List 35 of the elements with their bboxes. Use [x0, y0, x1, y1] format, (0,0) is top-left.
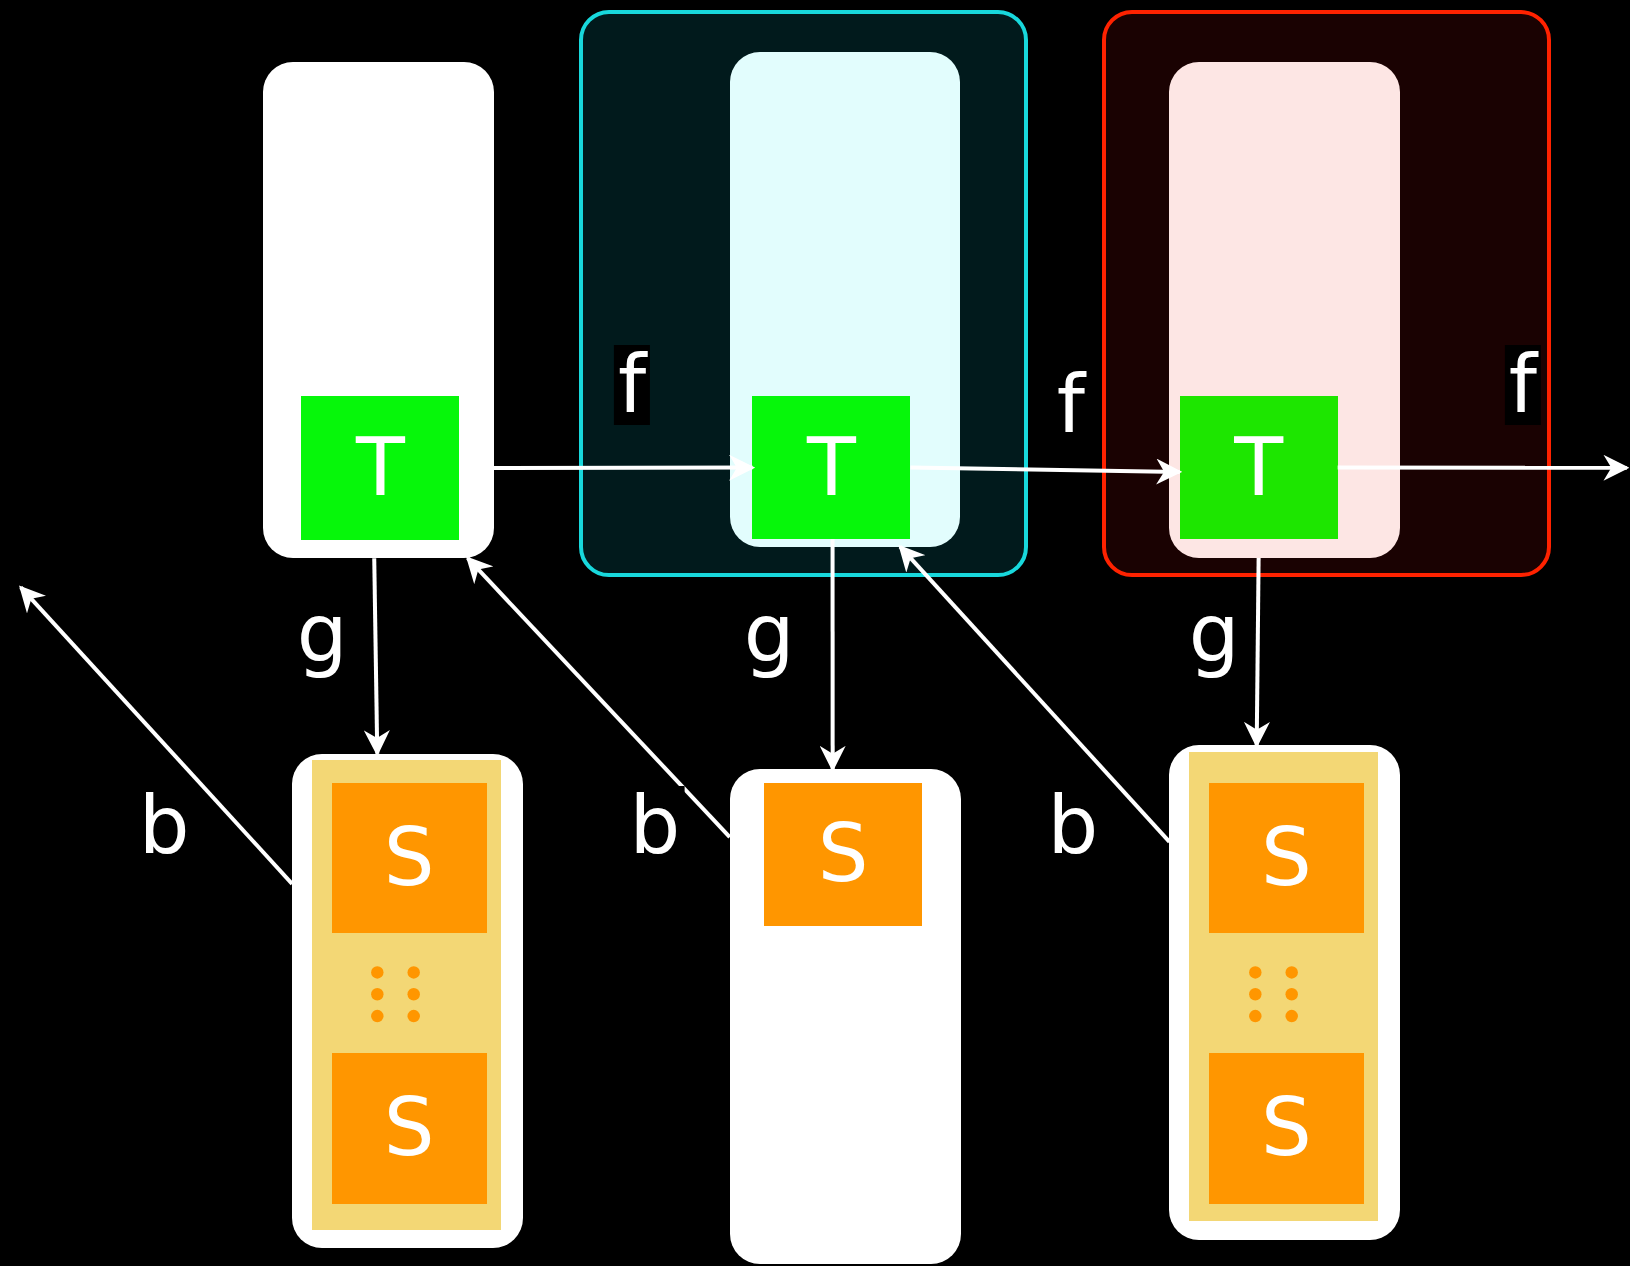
edge-label: f	[1504, 344, 1541, 425]
rounded-box	[729, 51, 961, 547]
group-frame	[1101, 10, 1551, 577]
rounded-box	[263, 62, 494, 559]
s-box	[1208, 782, 1364, 934]
node-letter: S	[817, 814, 869, 895]
arrow	[898, 544, 1171, 844]
rounded-box	[1169, 745, 1401, 1241]
node-letter: S	[1261, 1088, 1312, 1169]
arrow	[363, 558, 390, 757]
s-box	[1208, 1053, 1364, 1204]
arrow	[19, 585, 294, 886]
arrow	[819, 539, 846, 772]
edge-label: f	[613, 344, 651, 425]
s-box	[331, 782, 487, 934]
t-box	[752, 395, 911, 540]
node-letter: T	[807, 427, 856, 508]
s-box	[331, 1053, 487, 1204]
node-letter: S	[1261, 818, 1312, 899]
node-letter: S	[383, 1088, 435, 1169]
node-letter: T	[356, 427, 405, 508]
t-box	[301, 396, 460, 540]
rounded-box	[1169, 62, 1401, 559]
rounded-box	[292, 753, 523, 1249]
node-letter: S	[383, 818, 435, 899]
arrow	[493, 454, 756, 481]
rounded-box	[729, 769, 961, 1265]
group-frame	[579, 10, 1029, 577]
arrow	[910, 458, 1183, 485]
arrow	[1243, 558, 1270, 748]
arrow	[465, 556, 732, 839]
t-box	[1179, 395, 1338, 540]
node-letter: T	[1234, 427, 1284, 508]
arrow	[1337, 454, 1630, 481]
s-box	[764, 782, 923, 927]
